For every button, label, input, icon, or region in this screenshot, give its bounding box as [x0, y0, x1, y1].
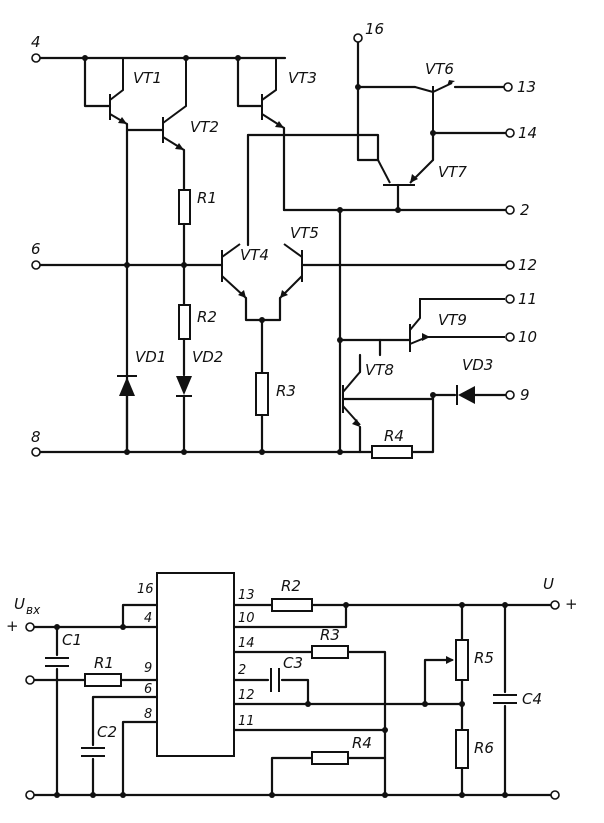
terminal-9	[505, 390, 515, 400]
r4-resistor	[371, 445, 413, 459]
ic-pin-8: 8	[144, 707, 152, 722]
ic-pin-16: 16	[137, 582, 154, 597]
label-vt8: VT8	[365, 361, 394, 379]
label-vt7: VT7	[438, 163, 467, 181]
vt6-transistor	[414, 80, 505, 133]
label-pin14: 14	[518, 124, 537, 142]
ic-pin-6: 6	[144, 682, 152, 697]
label-c2-b: C2	[97, 723, 117, 741]
label-pin13: 13	[517, 78, 536, 96]
rail-ground-end	[410, 393, 435, 454]
terminal-ground-left	[25, 790, 35, 800]
top-circuit: 4 6 8 16 13 14 2 12 11 10 9 VT1 VT2 VT3 …	[31, 20, 537, 459]
r3-resistor	[255, 372, 269, 416]
r4-resistor-b	[311, 751, 349, 765]
label-pin11: 11	[518, 290, 537, 308]
terminal-6	[31, 260, 41, 270]
label-r3-b: R3	[320, 626, 340, 644]
label-vt2: VT2	[190, 118, 219, 136]
vt5-transistor	[279, 243, 303, 299]
terminal-11	[505, 294, 515, 304]
label-pin2: 2	[520, 201, 530, 219]
vt4-transistor	[221, 243, 247, 299]
terminal-output-plus	[550, 600, 560, 610]
label-vd1: VD1	[135, 348, 166, 366]
label-output-plus: +	[565, 595, 578, 613]
label-vd3: VD3	[462, 356, 493, 374]
label-pin4: 4	[31, 33, 41, 51]
label-c1-b: C1	[62, 631, 82, 649]
label-vt1: VT1	[133, 69, 162, 87]
label-c4-b: C4	[522, 690, 542, 708]
r3-resistor-b	[311, 645, 349, 659]
label-r3: R3	[276, 382, 296, 400]
bottom-circuit: U вх + U + 16 4 9 6 8 13 10 14 2 12 11 C…	[6, 572, 578, 800]
terminal-14	[505, 128, 515, 138]
label-vt4: VT4	[240, 246, 269, 264]
terminal-13	[503, 82, 513, 92]
vt9-transistor	[378, 298, 505, 352]
ic-pin-12: 12	[238, 688, 255, 703]
label-r6-b: R6	[474, 739, 494, 757]
terminal-10	[505, 332, 515, 342]
ic-body	[156, 572, 235, 757]
vd3-diode	[431, 385, 507, 405]
label-pin10: 10	[518, 328, 537, 346]
terminal-input-mid	[25, 675, 35, 685]
terminal-8	[31, 447, 41, 457]
label-vd2: VD2	[192, 348, 223, 366]
label-r4: R4	[384, 427, 404, 445]
label-input-u: U	[14, 595, 25, 613]
r5-resistor-b	[455, 639, 469, 681]
ic-pin-2: 2	[238, 663, 246, 678]
terminal-ground-right	[550, 790, 560, 800]
r1-resistor	[178, 189, 191, 225]
vd1-diode	[117, 375, 137, 454]
ic-pin-11: 11	[238, 714, 255, 729]
r2-resistor-b	[271, 598, 313, 612]
vd2-diode	[176, 376, 192, 454]
r1-resistor-b	[84, 673, 122, 687]
label-r5-b: R5	[474, 649, 494, 667]
terminal-4	[31, 53, 41, 63]
label-r4-b: R4	[352, 734, 372, 752]
label-c3-b: C3	[283, 654, 303, 672]
label-r1: R1	[197, 189, 217, 207]
label-vt6: VT6	[425, 60, 454, 78]
label-pin8: 8	[31, 428, 41, 446]
ic-pin-4: 4	[144, 611, 152, 626]
vt7-transistor	[377, 159, 434, 212]
terminal-16	[353, 33, 363, 43]
label-vt9: VT9	[438, 311, 467, 329]
terminal-input-plus	[25, 622, 35, 632]
label-pin9: 9	[520, 386, 530, 404]
label-pin12: 12	[518, 256, 537, 274]
label-vt5: VT5	[290, 224, 319, 242]
ic-pin-14: 14	[238, 636, 255, 651]
terminal-2	[505, 205, 515, 215]
label-r1-b: R1	[94, 654, 114, 672]
terminal-12	[505, 260, 515, 270]
ic-pin-10: 10	[238, 611, 255, 626]
r2-resistor	[178, 304, 191, 340]
ic-pin-13: 13	[238, 588, 255, 603]
label-pin16: 16	[365, 20, 384, 38]
label-output-u: U	[543, 575, 554, 593]
label-input-plus: +	[6, 617, 19, 635]
label-r2: R2	[197, 308, 217, 326]
label-pin6: 6	[31, 240, 41, 258]
ic-pin-9: 9	[144, 661, 152, 676]
r6-resistor-b	[455, 729, 469, 769]
label-vt3: VT3	[288, 69, 317, 87]
label-input-sub: вх	[26, 603, 41, 617]
label-r2-b: R2	[281, 577, 301, 595]
